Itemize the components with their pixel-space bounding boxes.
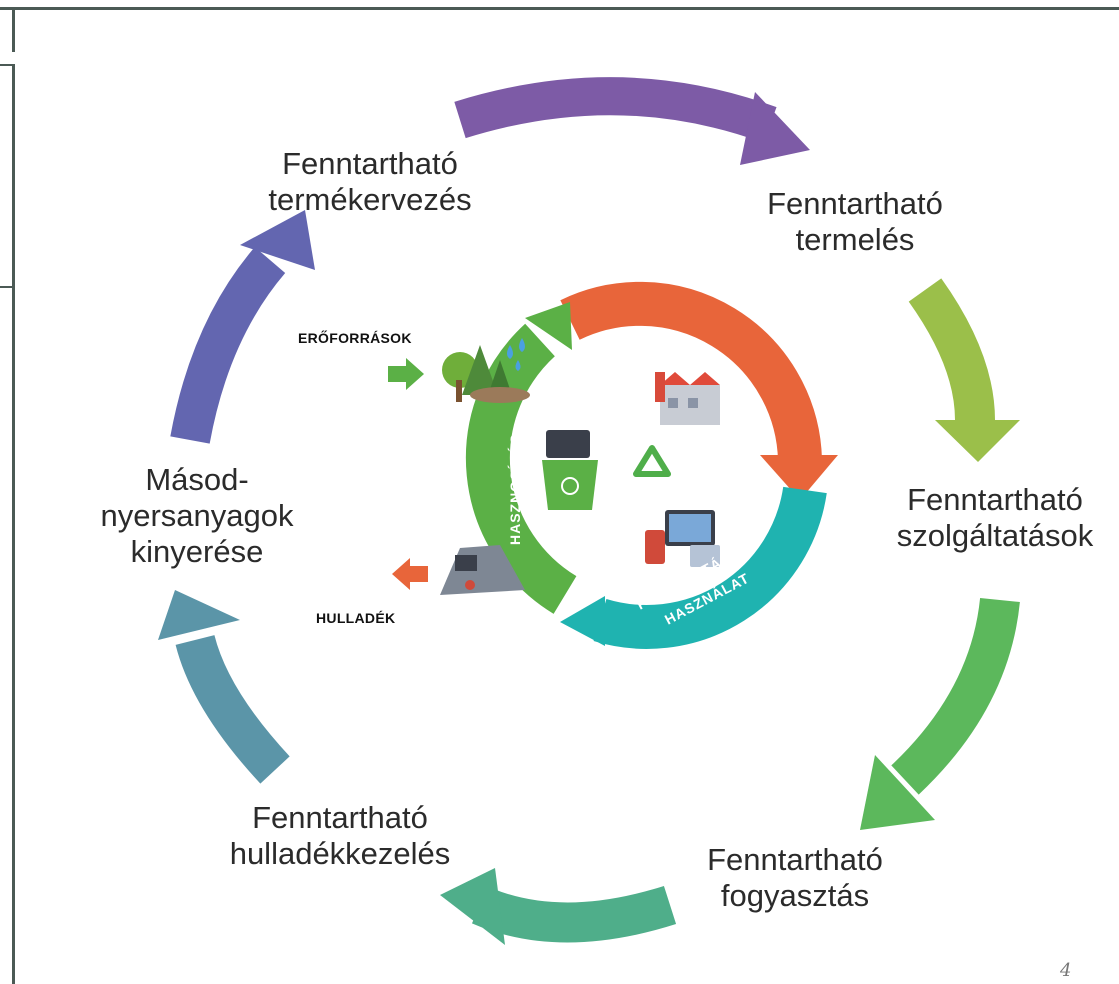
frame-left-border-lower [12,64,15,984]
stage-label-secondary-materials: Másod- nyersanyagok kinyerése [100,462,294,569]
frame-rule-1 [0,64,12,66]
frame-top-border [0,7,1119,10]
frame-rule-2 [0,286,12,288]
devices-icon [645,510,720,567]
inner-ring [465,281,838,649]
waste-pile-icon [440,545,525,595]
frame-left-border [12,7,15,52]
stage-label-design: Fenntartható termékervezés [268,146,472,217]
trees-icon [442,345,530,403]
recycle-symbol-icon [633,445,671,477]
outer-arrow-design-to-production [454,77,810,165]
recycle-bin-icon [542,430,598,510]
stage-label-waste-management: Fenntartható hulladékkezelés [229,800,451,871]
outer-arrow-services-to-consumption [860,597,1020,830]
label-waste: HULLADÉK [316,610,396,626]
outer-arrow-consumption-to-waste [440,868,677,945]
factory-icon [655,372,720,425]
orange-arrow-icon [392,558,428,590]
stage-label-production: Fenntartható termelés [767,186,943,257]
ring-label-production: ELŐÁLLÍTÁS [619,257,723,283]
green-arrow-icon [388,358,424,390]
water-drops-icon [507,338,525,371]
page-number: 4 [1060,960,1072,981]
outer-arrow-production-to-services [908,278,1020,462]
stage-label-services: Fenntartható szolgáltatások [896,482,1094,553]
ring-label-recovery: HASZNOSÍTÁS [507,434,523,545]
outer-arrow-secondary-to-design [170,210,315,444]
label-resources: ERŐFORRÁSOK [298,330,412,346]
outer-arrow-waste-to-secondary [158,590,290,784]
stage-label-consumption: Fenntartható fogyasztás [707,842,883,913]
